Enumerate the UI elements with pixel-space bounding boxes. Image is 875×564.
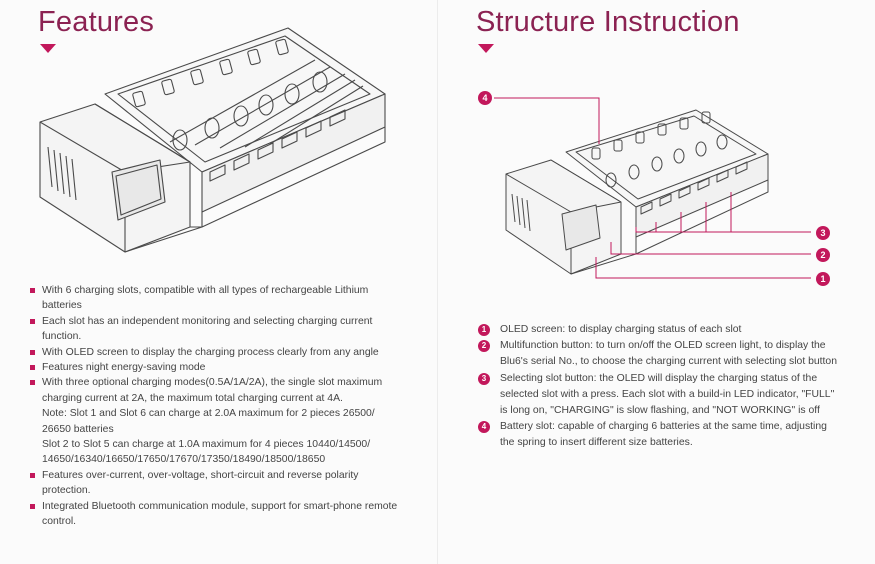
slot-note: Note: Slot 1 and Slot 6 can charge at 2.…	[42, 408, 375, 435]
structure-panel: Structure Instruction	[437, 0, 875, 564]
bullet-icon	[30, 380, 35, 386]
feature-item: With 6 charging slots, compatible with a…	[30, 283, 400, 314]
number-badge: 3	[478, 372, 490, 385]
callout-4: 4	[478, 91, 492, 105]
charger-illustration-large	[39, 27, 386, 253]
bullet-icon	[30, 472, 35, 478]
features-title: Features	[38, 6, 155, 38]
feature-item: With OLED screen to display the charging…	[30, 345, 400, 360]
callout-1: 1	[816, 272, 830, 286]
number-badge: 2	[478, 340, 490, 353]
features-list: With 6 charging slots, compatible with a…	[30, 283, 400, 530]
bullet-icon	[30, 365, 35, 371]
feature-item: Features night energy-saving mode	[30, 360, 400, 375]
feature-item: Features over-current, over-voltage, sho…	[30, 468, 400, 499]
feature-item: Each slot has an independent monitoring …	[30, 314, 400, 345]
feature-item: Integrated Bluetooth communication modul…	[30, 499, 400, 530]
charger-illustration-small	[494, 97, 811, 279]
bullet-icon	[30, 349, 35, 355]
features-title-marker	[40, 44, 56, 53]
bullet-icon	[30, 288, 35, 293]
number-badge: 4	[478, 421, 490, 434]
callout-3: 3	[816, 226, 830, 240]
callout-2: 2	[816, 248, 830, 262]
bullet-icon	[30, 318, 35, 324]
structure-title: Structure Instruction	[476, 6, 740, 38]
number-badge: 1	[478, 324, 490, 336]
structure-title-marker	[478, 44, 494, 53]
features-panel: Features	[0, 0, 437, 564]
bullet-icon	[30, 503, 35, 509]
feature-item: With three optional charging modes(0.5A/…	[30, 375, 400, 406]
slot-note: Slot 2 to Slot 5 can charge at 1.0A maxi…	[42, 439, 371, 466]
